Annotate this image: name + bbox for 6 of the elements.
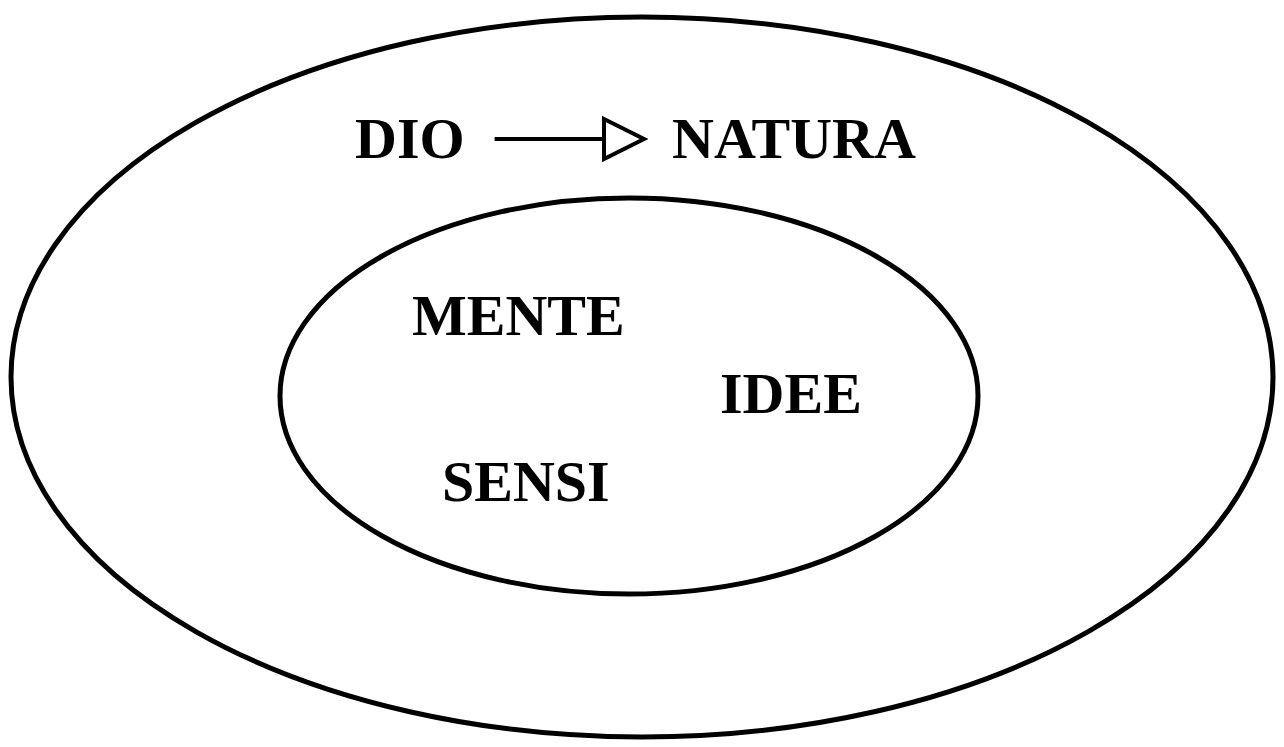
concept-label: SENSI bbox=[442, 449, 610, 515]
arrow bbox=[494, 117, 646, 161]
concept-label: MENTE bbox=[412, 283, 625, 349]
concept-label: IDEE bbox=[720, 361, 862, 427]
concept-label: NATURA bbox=[672, 106, 916, 172]
concept-label: DIO bbox=[355, 106, 465, 172]
